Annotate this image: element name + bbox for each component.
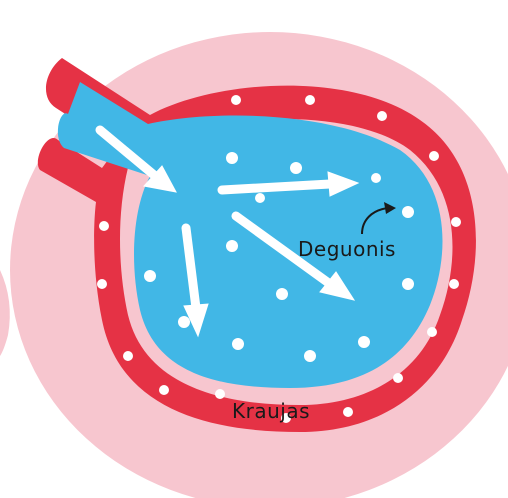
arrow-top [222,184,330,190]
oxygen-label: Deguonis [298,237,396,261]
blood-label: Kraujas [232,399,310,423]
left-tissue-edge [0,270,10,356]
